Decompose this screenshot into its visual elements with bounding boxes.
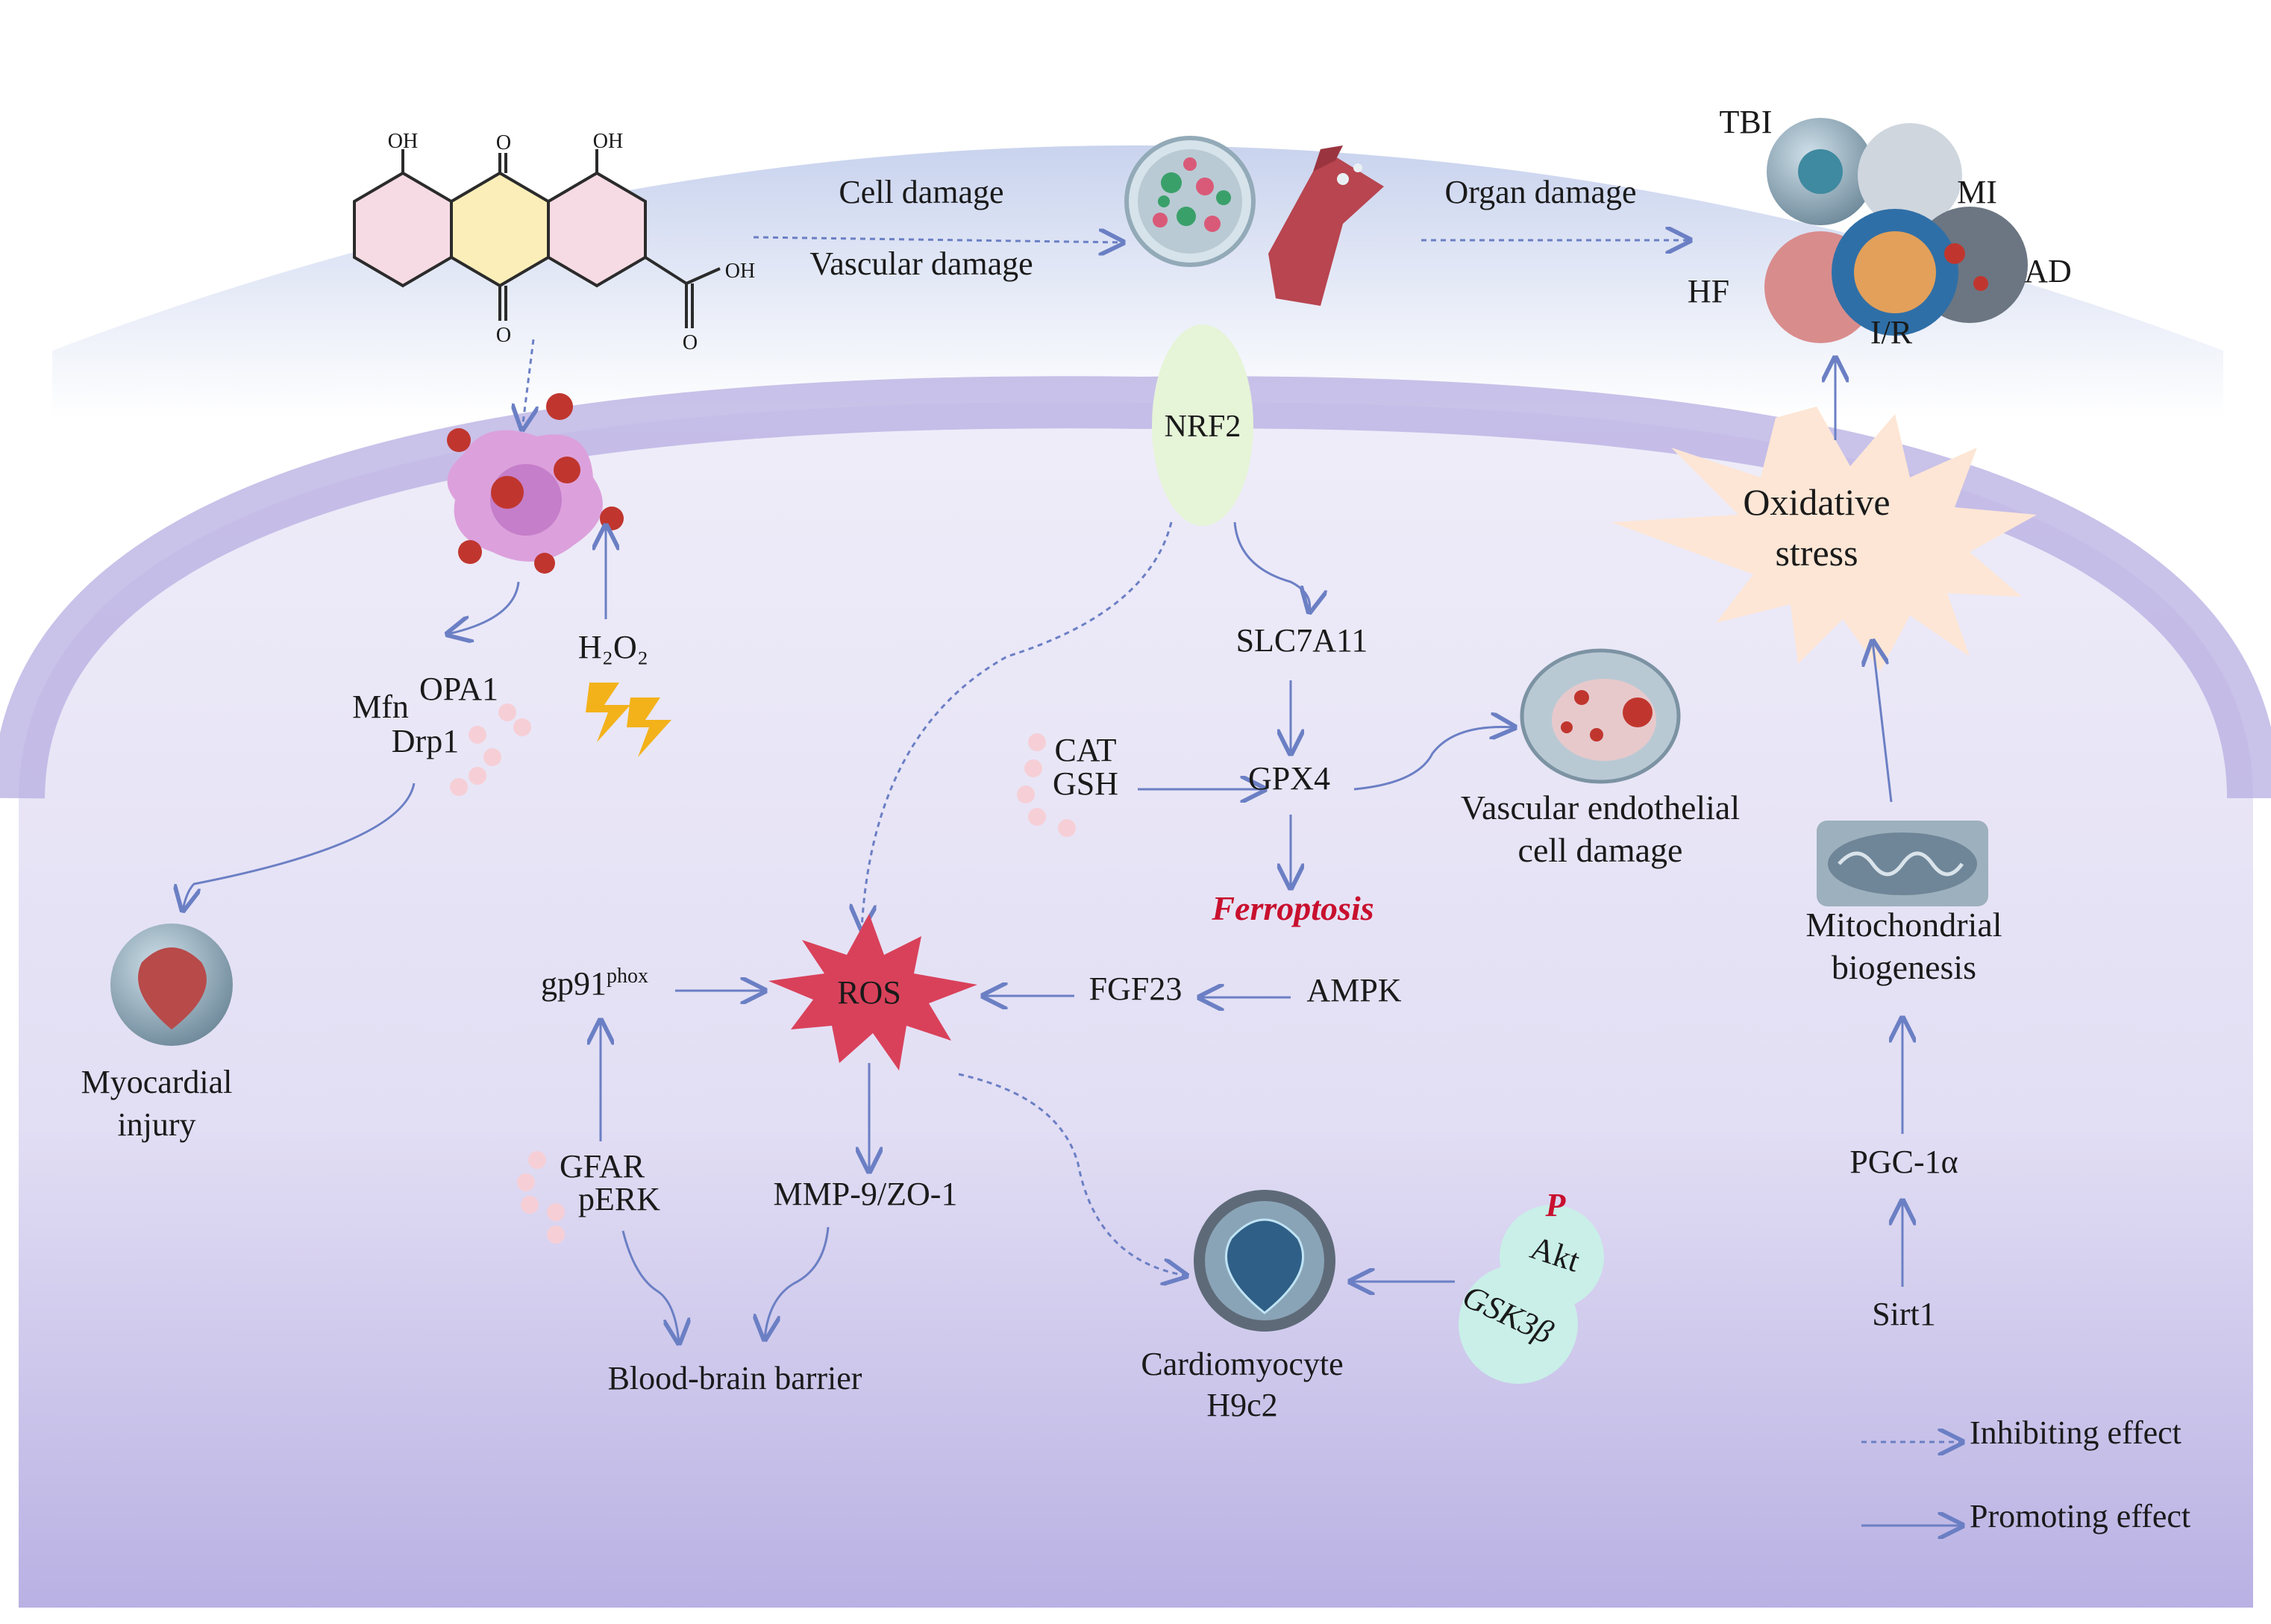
h2o2-label: H₂O₂ [578,629,648,665]
cardiomyocyte-line2: H9c2 [1206,1387,1277,1423]
cell-body [19,402,2253,1608]
gsh-label: GSH [1053,765,1118,802]
cell-dish-icon [1124,136,1256,267]
gp91-superscript: phox [607,965,648,988]
opa1-label: OPA1 [419,671,498,707]
pgc1a-label: PGC-1α [1849,1144,1958,1180]
gpx4-label: GPX4 [1248,760,1330,797]
oxidative-stress-burst [1611,407,2037,671]
organ-cluster-icon [1764,118,2028,343]
ros-burst [768,914,977,1070]
heart-icon-myocardial [110,924,233,1046]
hf-label: HF [1688,273,1729,310]
legend: Inhibiting effect Promoting effect [1861,1414,2190,1534]
p-label: P [1545,1187,1567,1223]
damaged-cell-icon [447,393,624,574]
mito-line1: Mitochondrial [1805,906,2002,944]
gp91-label: gp91phox [541,965,648,1002]
gp91-main: gp91 [541,965,607,1002]
vascular-endothelial-line2: cell damage [1518,831,1683,869]
o-bottom-label: O [496,324,511,347]
fgf23-label: FGF23 [1089,971,1183,1007]
cat-label: CAT [1054,732,1116,768]
pink-dots-cat [1017,733,1076,837]
slc7a11-label: SLC7A11 [1236,622,1368,659]
mi-label: MI [1957,174,1997,210]
legend-promoting-label: Promoting effect [1970,1498,2190,1534]
rhein-molecule [353,149,721,328]
cell-membrane [0,376,2271,799]
ir-label: I/R [1870,314,1913,351]
ad-label: AD [2024,253,2072,289]
o-top-label: O [496,131,511,154]
nrf2-ellipse [1152,325,1253,526]
ampk-label: AMPK [1306,972,1401,1009]
oh-left-label: OH [388,130,418,153]
oh-acid-label: OH [725,260,755,283]
arrow-molecule-to-cell [753,237,1123,242]
arrow-mmp9-to-bbb [765,1226,830,1339]
arrow-nrf2-to-slc7a11 [1233,521,1310,612]
arrow-gpx4-to-vascular [1353,727,1514,791]
mitochondria-icon [1817,821,1988,906]
ros-label: ROS [837,974,901,1011]
arrow-ros-to-cardiomyocyte [958,1073,1186,1276]
arrow-drp1-to-myocardial [183,783,416,910]
oh-right-label: OH [593,130,623,153]
arrow-cell-to-mfn [448,581,520,634]
lightning-icon [586,683,671,757]
drp1-label: Drp1 [392,723,459,759]
akt-gsk-complex [1459,1205,1604,1384]
myocardial-line2: injury [117,1106,195,1143]
oxidative-stress-line1: Oxidative [1743,481,1890,523]
tbi-label: TBI [1720,104,1773,140]
oxidative-stress-line2: stress [1775,532,1858,574]
o-acid-label: O [683,331,698,354]
arrow-perk-to-bbb [621,1230,679,1343]
vascular-endothelial-line1: Vascular endothelial [1461,789,1740,827]
legend-inhibiting-label: Inhibiting effect [1970,1414,2181,1451]
arrow-mitochondria-to-oxidative [1873,642,1893,803]
gfar-label: GFAR [560,1148,645,1185]
pink-dots-drp1 [450,703,531,796]
mito-line2: biogenesis [1832,948,1976,986]
sirt1-label: Sirt1 [1872,1296,1936,1332]
heart-icon-cardiomyocyte [1194,1190,1335,1332]
cell-damage-label: Cell damage [839,174,1003,210]
mfn-label: Mfn [352,689,409,725]
bbb-label: Blood-brain barrier [608,1360,862,1396]
organ-damage-label: Organ damage [1445,174,1637,210]
vessel-icon [1268,145,1384,306]
vascular-damage-label: Vascular damage [809,245,1033,282]
myocardial-line1: Myocardial [81,1064,233,1100]
cardiomyocyte-line1: Cardiomyocyte [1141,1346,1343,1382]
perk-label: pERK [578,1181,660,1217]
mmp9-label: MMP-9/ZO-1 [774,1176,958,1212]
nrf2-label: NRF2 [1165,410,1241,444]
ferroptosis-label: Ferroptosis [1211,889,1373,927]
arrow-nrf2-to-ros [862,521,1173,929]
pink-dots-gfar [517,1151,565,1244]
endothelial-cell-icon [1520,648,1681,784]
